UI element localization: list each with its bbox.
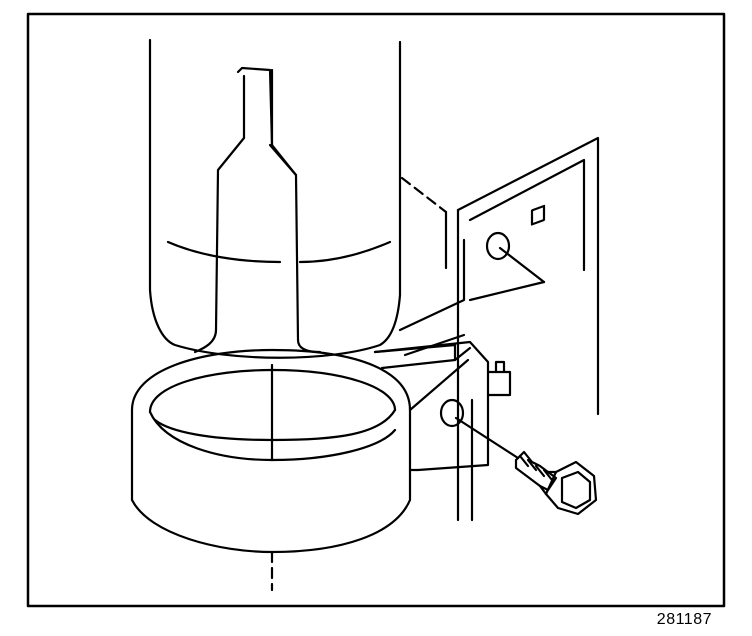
- hanger-clamp-icon: [130, 176, 512, 592]
- figure-frame: [26, 12, 726, 608]
- figure-number: 281187: [656, 611, 712, 628]
- exhaust-pipe-icon: [148, 38, 402, 359]
- hex-bolt-icon: [454, 416, 598, 516]
- mounting-bracket-icon: [398, 136, 600, 522]
